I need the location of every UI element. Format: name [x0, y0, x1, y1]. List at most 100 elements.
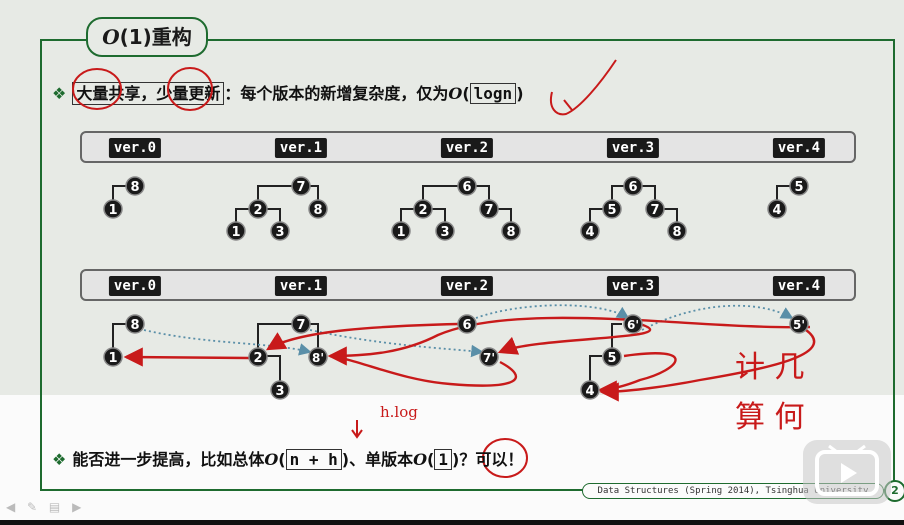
annotation-hlog: h.log [380, 403, 418, 421]
node: 2 [413, 199, 433, 219]
node: 7 [479, 199, 499, 219]
svg-text:7': 7' [483, 351, 495, 365]
svg-text:3: 3 [275, 225, 284, 240]
text-few-updates: 少量更新 [156, 84, 221, 103]
svg-text:6: 6 [628, 180, 637, 195]
version-label: ver.1 [274, 276, 328, 296]
node: 8 [501, 221, 521, 241]
svg-text:5: 5 [607, 203, 616, 218]
node: 5 [602, 347, 622, 367]
big-o: O [413, 450, 428, 469]
version-label: ver.0 [108, 138, 162, 158]
svg-text:8: 8 [506, 225, 515, 240]
big-o: O [264, 450, 279, 469]
svg-text:5': 5' [793, 318, 805, 332]
node: 6 [623, 176, 643, 196]
update-pointers [123, 316, 816, 402]
top-tree-edges [112, 185, 790, 223]
svg-text:5: 5 [607, 351, 616, 366]
handwriting-line-1: 计 几 [735, 350, 805, 385]
node: 6 [457, 314, 477, 334]
bullet-icon: ❖ [52, 84, 67, 103]
svg-text:6': 6' [627, 318, 639, 332]
node: 6 [457, 176, 477, 196]
title-o: O [102, 25, 120, 49]
slide-frame [40, 39, 895, 491]
text-mass-sharing: 大量共享 [76, 84, 141, 103]
title-rest: (1)重构 [119, 25, 192, 49]
bottom-tree-nodes: 8 1 7 2 8' 3 6 7' 6' 5 4 5' [103, 314, 809, 400]
version-label: ver.3 [606, 276, 660, 296]
node: 8 [125, 314, 145, 334]
node: 7 [291, 314, 311, 334]
svg-text:3: 3 [275, 384, 284, 399]
svg-text:7: 7 [650, 203, 659, 218]
big-o: O [448, 84, 463, 103]
slide-nav-icons[interactable]: ◀ ✎ ▤ ▶ [6, 500, 86, 514]
single-version-text: )、单版本 [341, 450, 414, 469]
node: 4 [580, 380, 600, 400]
highlight-box: 大量共享，少量更新 [72, 82, 225, 105]
svg-text:7: 7 [296, 180, 305, 195]
play-button[interactable] [803, 440, 891, 504]
bullet-line-1: ❖ 大量共享，少量更新：每个版本的新增复杂度，仅为O(logn) [52, 80, 524, 105]
node: 4 [580, 221, 600, 241]
node: 4 [767, 199, 787, 219]
node: 7' [479, 347, 499, 367]
bullet-icon: ❖ [52, 450, 67, 469]
answer-text: )？可以！ [452, 450, 524, 469]
svg-text:1: 1 [396, 225, 405, 240]
node: 7 [645, 199, 665, 219]
svg-text:8: 8 [672, 225, 681, 240]
node: 2 [248, 347, 268, 367]
logn-box: logn [469, 83, 517, 104]
node: 8 [308, 199, 328, 219]
node: 8' [308, 347, 328, 367]
version-label: ver.1 [274, 138, 328, 158]
node: 3 [435, 221, 455, 241]
version-label: ver.4 [772, 138, 826, 158]
paren-open: ( [462, 84, 470, 103]
text-complexity: ：每个版本的新增复杂度，仅为 [224, 84, 449, 103]
node: 3 [270, 221, 290, 241]
svg-text:6: 6 [462, 318, 471, 333]
handwritten-marks [72, 59, 617, 478]
version-label: ver.2 [440, 138, 494, 158]
node: 5 [789, 176, 809, 196]
node: 2 [248, 199, 268, 219]
svg-text:2: 2 [253, 351, 262, 366]
paren-close: ) [516, 84, 524, 103]
svg-text:8: 8 [313, 203, 322, 218]
svg-text:4: 4 [585, 384, 594, 399]
node: 3 [270, 380, 290, 400]
node: 1 [226, 221, 246, 241]
svg-text:7: 7 [296, 318, 305, 333]
node: 7 [291, 176, 311, 196]
play-icon [815, 444, 879, 496]
node: 6' [623, 314, 643, 334]
version-label: ver.0 [108, 276, 162, 296]
version-label: ver.3 [606, 138, 660, 158]
svg-text:8: 8 [130, 318, 139, 333]
svg-text:2: 2 [418, 203, 427, 218]
one-box: 1 [434, 449, 452, 470]
node: 5 [602, 199, 622, 219]
svg-text:6: 6 [462, 180, 471, 195]
svg-text:4: 4 [772, 203, 781, 218]
version-label: ver.2 [440, 276, 494, 296]
question-text: 能否进一步提高，比如总体 [72, 450, 265, 469]
svg-text:5: 5 [794, 180, 803, 195]
node: 8 [125, 176, 145, 196]
node: 1 [103, 199, 123, 219]
node: 1 [103, 347, 123, 367]
top-tree-nodes: 8 1 7 2 8 1 3 6 2 7 1 3 8 6 5 7 4 8 5 4 [103, 176, 809, 241]
n-plus-h-box: n + h [285, 449, 342, 470]
svg-text:1: 1 [108, 351, 117, 366]
slide-title: O(1)重构 [86, 17, 208, 57]
svg-text:8: 8 [130, 180, 139, 195]
node: 5' [789, 314, 809, 334]
node: 8 [667, 221, 687, 241]
svg-text:3: 3 [440, 225, 449, 240]
